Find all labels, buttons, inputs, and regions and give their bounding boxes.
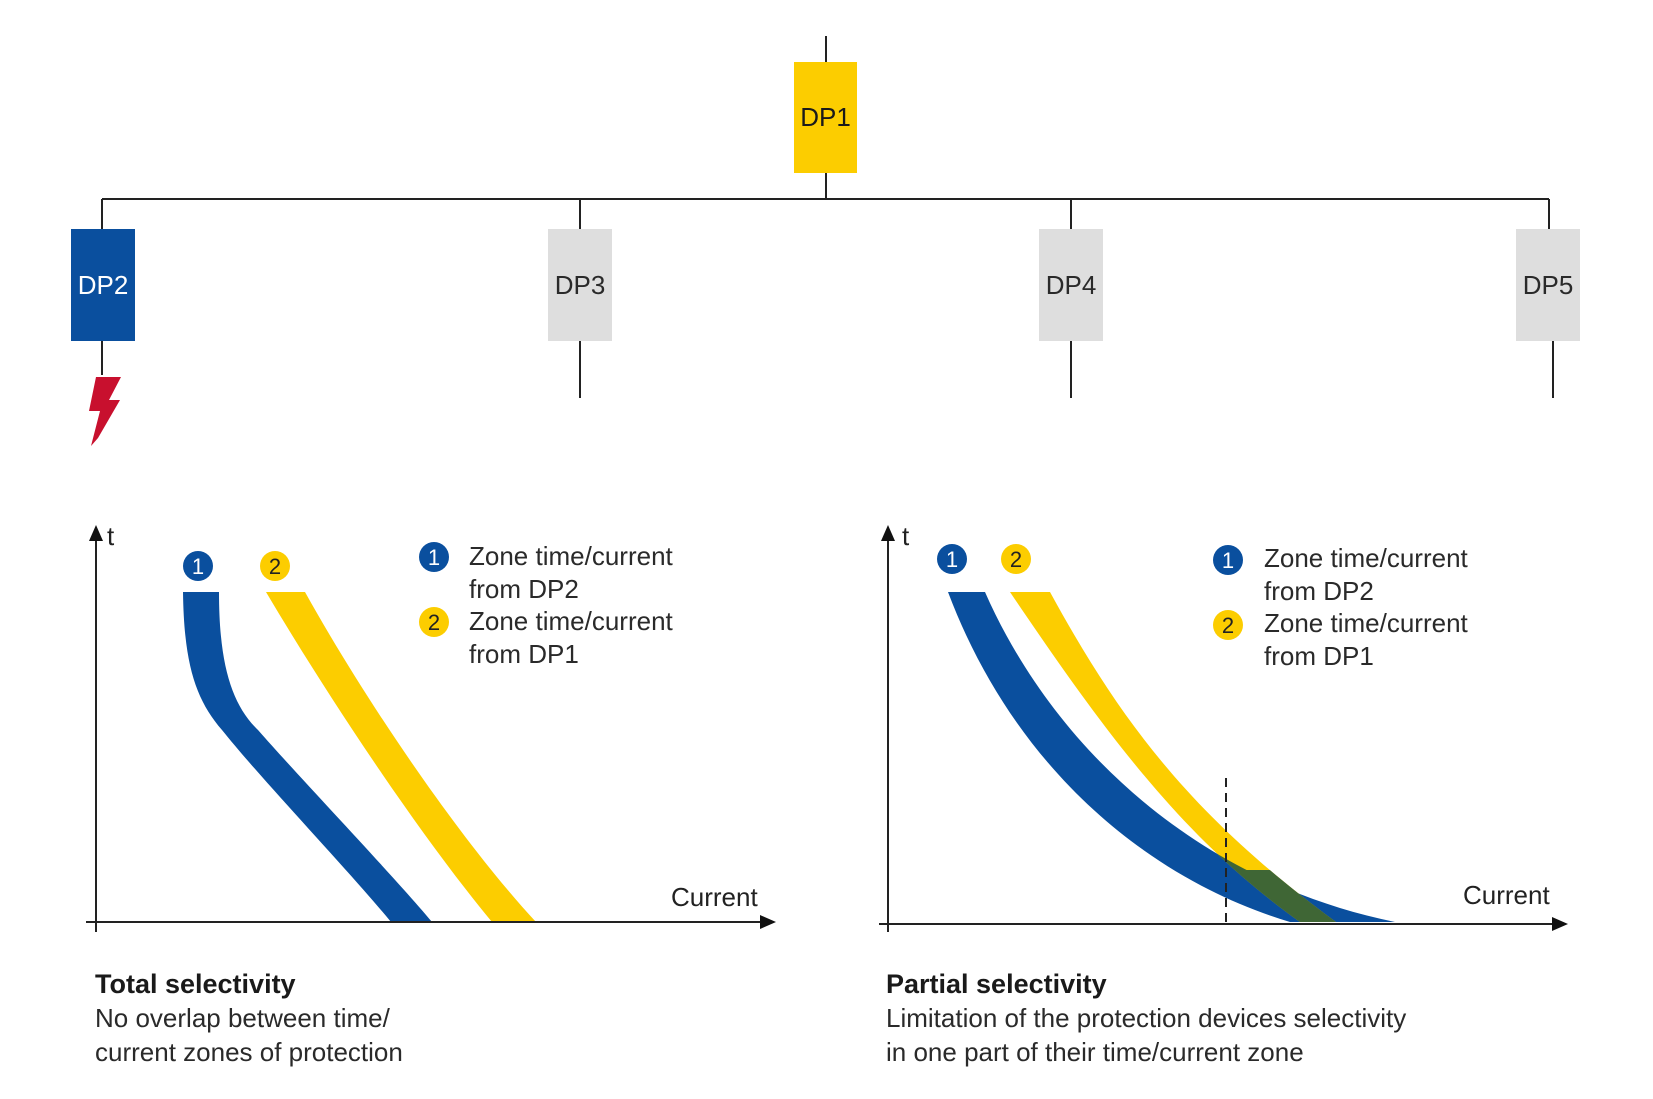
node-dp3-label: DP3	[555, 270, 606, 300]
legend-badge	[1213, 610, 1243, 640]
node-dp3: DP3	[548, 229, 612, 341]
legend-item: 1 Zone time/current from DP2	[419, 541, 674, 604]
caption-line-2: current zones of protection	[95, 1037, 403, 1067]
y-axis-label-right: t	[902, 521, 910, 551]
legend-line-1: Zone time/current	[1264, 608, 1469, 638]
node-dp3-box	[548, 229, 612, 341]
legend-badge-number: 1	[428, 545, 440, 570]
chart-total-selectivity: t Current 1 2 1 Zone time/current from D…	[86, 521, 776, 1067]
y-axis-label-left: t	[107, 521, 115, 551]
legend-right: 1 Zone time/current from DP2 2 Zone time…	[1213, 543, 1469, 671]
y-axis-arrow-right	[881, 525, 895, 541]
node-dp1: DP1	[794, 62, 857, 173]
legend-badge	[419, 542, 449, 572]
zone-badge-1-left: 1	[183, 551, 213, 581]
node-dp4: DP4	[1039, 229, 1103, 341]
node-dp4-label: DP4	[1046, 270, 1097, 300]
legend-line-2: from DP2	[1264, 576, 1374, 606]
chart-partial-selectivity: t Current 1 2 1 Zone time/current from D…	[879, 521, 1568, 1067]
node-dp2-label: DP2	[78, 270, 129, 300]
zone-dp1-band	[266, 592, 536, 922]
legend-item: 2 Zone time/current from DP1	[419, 606, 674, 669]
legend-badge-number: 1	[1222, 548, 1234, 573]
legend-line-1: Zone time/current	[1264, 543, 1469, 573]
caption-line-2: in one part of their time/current zone	[886, 1037, 1304, 1067]
distribution-tree: DP1 DP2 DP3 DP4 DP5	[71, 36, 1580, 446]
badge-circle	[260, 551, 290, 581]
legend-line-2: from DP1	[1264, 641, 1374, 671]
x-axis-arrow-left	[760, 915, 776, 929]
caption-title: Total selectivity	[95, 969, 296, 999]
node-dp5-box	[1516, 229, 1580, 341]
lightning-bolt-icon	[89, 377, 121, 446]
badge-number: 2	[269, 554, 281, 579]
x-axis-label-left: Current	[671, 882, 758, 912]
legend-line-1: Zone time/current	[469, 606, 674, 636]
zone-dp2-band	[948, 592, 1395, 922]
zone-badge-1-right: 1	[937, 544, 967, 574]
badge-circle	[1001, 544, 1031, 574]
node-dp1-label: DP1	[800, 102, 851, 132]
legend-item: 2 Zone time/current from DP1	[1213, 608, 1469, 671]
node-dp4-box	[1039, 229, 1103, 341]
zone-badge-2-right: 2	[1001, 544, 1031, 574]
legend-left: 1 Zone time/current from DP2 2 Zone time…	[419, 541, 674, 669]
caption-line-1: Limitation of the protection devices sel…	[886, 1003, 1406, 1033]
legend-badge-number: 2	[1222, 613, 1234, 638]
caption-title: Partial selectivity	[886, 969, 1107, 999]
badge-number: 1	[192, 554, 204, 579]
x-axis-label-right: Current	[1463, 880, 1550, 910]
node-dp5: DP5	[1516, 229, 1580, 341]
zone-dp2-band	[183, 592, 432, 922]
legend-line-2: from DP2	[469, 574, 579, 604]
node-dp1-box	[794, 62, 857, 173]
badge-number: 2	[1010, 547, 1022, 572]
legend-badge-number: 2	[428, 610, 440, 635]
legend-badge	[419, 607, 449, 637]
legend-badge	[1213, 545, 1243, 575]
legend-line-1: Zone time/current	[469, 541, 674, 571]
badge-number: 1	[946, 547, 958, 572]
zone-badge-2-left: 2	[260, 551, 290, 581]
node-dp2: DP2	[71, 229, 135, 341]
x-axis-arrow-right	[1552, 917, 1568, 931]
badge-circle	[937, 544, 967, 574]
node-dp5-label: DP5	[1523, 270, 1574, 300]
legend-item: 1 Zone time/current from DP2	[1213, 543, 1469, 606]
caption-right: Partial selectivity Limitation of the pr…	[886, 969, 1406, 1067]
caption-line-1: No overlap between time/	[95, 1003, 391, 1033]
node-dp2-box	[71, 229, 135, 341]
y-axis-arrow-left	[89, 525, 103, 541]
zone-dp1-band	[1010, 592, 1336, 922]
badge-circle	[183, 551, 213, 581]
caption-left: Total selectivity No overlap between tim…	[95, 969, 403, 1067]
legend-line-2: from DP1	[469, 639, 579, 669]
